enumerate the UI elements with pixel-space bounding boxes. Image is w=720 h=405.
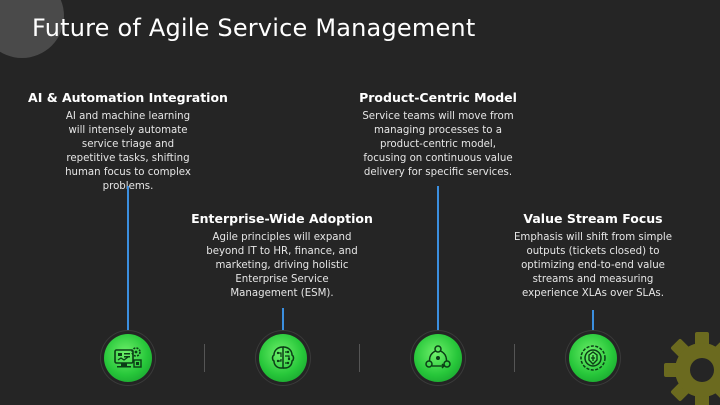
item-heading: AI & Automation Integration xyxy=(28,90,228,105)
workflow-cycle-icon xyxy=(425,345,451,369)
item-value-stream: Value Stream Focus Emphasis will shift f… xyxy=(483,211,703,301)
item-body: Service teams will move from managing pr… xyxy=(362,111,514,178)
gear-icon xyxy=(664,332,720,405)
item-body: AI and machine learning will intensely a… xyxy=(65,111,191,192)
item-heading: Enterprise-Wide Adoption xyxy=(191,211,373,226)
circuit-brain-icon xyxy=(271,346,295,369)
item-heading: Product-Centric Model xyxy=(359,90,517,105)
connector-line xyxy=(592,310,594,334)
ai-automation-icon xyxy=(114,347,142,368)
item-product-centric: Product-Centric Model Service teams will… xyxy=(328,90,548,180)
item-enterprise-adoption: Enterprise-Wide Adoption Agile principle… xyxy=(172,211,392,301)
node-ai-automation xyxy=(104,334,152,382)
connector-line xyxy=(282,308,284,334)
connector-line xyxy=(437,186,439,334)
item-heading: Value Stream Focus xyxy=(523,211,663,226)
separator xyxy=(514,344,515,372)
value-target-icon xyxy=(580,345,606,371)
item-body: Emphasis will shift from simple outputs … xyxy=(513,232,673,299)
slide-title: Future of Agile Service Management xyxy=(32,14,476,42)
connector-line xyxy=(127,186,129,334)
node-enterprise-adoption xyxy=(259,334,307,382)
node-product-centric xyxy=(414,334,462,382)
node-value-stream xyxy=(569,334,617,382)
separator xyxy=(359,344,360,372)
separator xyxy=(204,344,205,372)
item-ai-automation: AI & Automation Integration AI and machi… xyxy=(18,90,238,194)
item-body: Agile principles will expand beyond IT t… xyxy=(206,232,358,299)
